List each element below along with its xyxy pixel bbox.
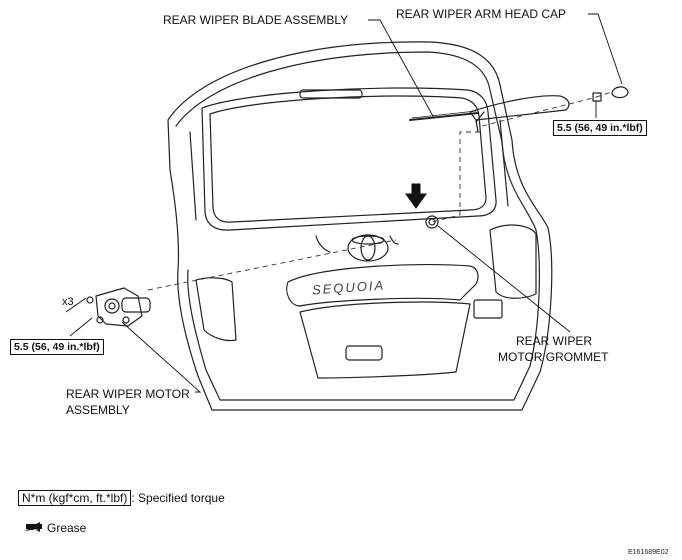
torque-spec-motor-bolts: 5.5 (56, 49 in.*lbf) — [10, 339, 104, 355]
legend-torque: N*m (kgf*cm, ft.*lbf): Specified torque — [18, 490, 225, 506]
label-rear-wiper-motor-assembly-line1: REAR WIPER MOTOR — [66, 387, 190, 401]
legend-torque-description: : Specified torque — [131, 491, 225, 505]
pivot-nut — [592, 92, 602, 102]
liftgate-outline — [167, 41, 553, 411]
right-pillar — [499, 119, 509, 207]
liftgate-inner-outline — [175, 51, 540, 401]
wiper-arm — [469, 95, 570, 121]
label-rear-wiper-motor-assembly-line2: ASSEMBLY — [66, 403, 130, 417]
liftgate-handle — [345, 345, 383, 361]
label-rear-wiper-arm-head-cap: REAR WIPER ARM HEAD CAP — [396, 7, 567, 21]
rear-glass — [201, 87, 497, 231]
license-garnish — [286, 263, 479, 307]
left-tail-lamp — [195, 277, 237, 342]
legend-torque-box: N*m (kgf*cm, ft.*lbf) — [18, 490, 132, 506]
bolt-quantity-label: x3 — [62, 296, 74, 308]
figure-code: E161689E02 — [628, 549, 669, 556]
wiper-blade — [409, 112, 479, 121]
legend-grease-label: Grease — [47, 521, 87, 535]
label-rear-wiper-motor-grommet-line2: MOTOR GROMMET — [498, 350, 609, 364]
grease-arrow-on-gate — [405, 183, 427, 209]
rear-glass-inner — [209, 95, 487, 223]
arm-head-cap — [611, 86, 629, 99]
label-rear-wiper-motor-grommet-line1: REAR WIPER — [516, 334, 593, 348]
torque-spec-nut: 5.5 (56, 49 in.*lbf) — [553, 120, 647, 136]
license-recess — [299, 301, 471, 379]
motor-grommet — [425, 215, 439, 229]
toyota-emblem — [347, 234, 389, 262]
right-tail-lamp — [489, 224, 537, 299]
left-pillar — [189, 131, 197, 221]
stop-lamp — [299, 89, 363, 99]
label-rear-wiper-blade-assembly: REAR WIPER BLADE ASSEMBLY — [163, 13, 349, 27]
